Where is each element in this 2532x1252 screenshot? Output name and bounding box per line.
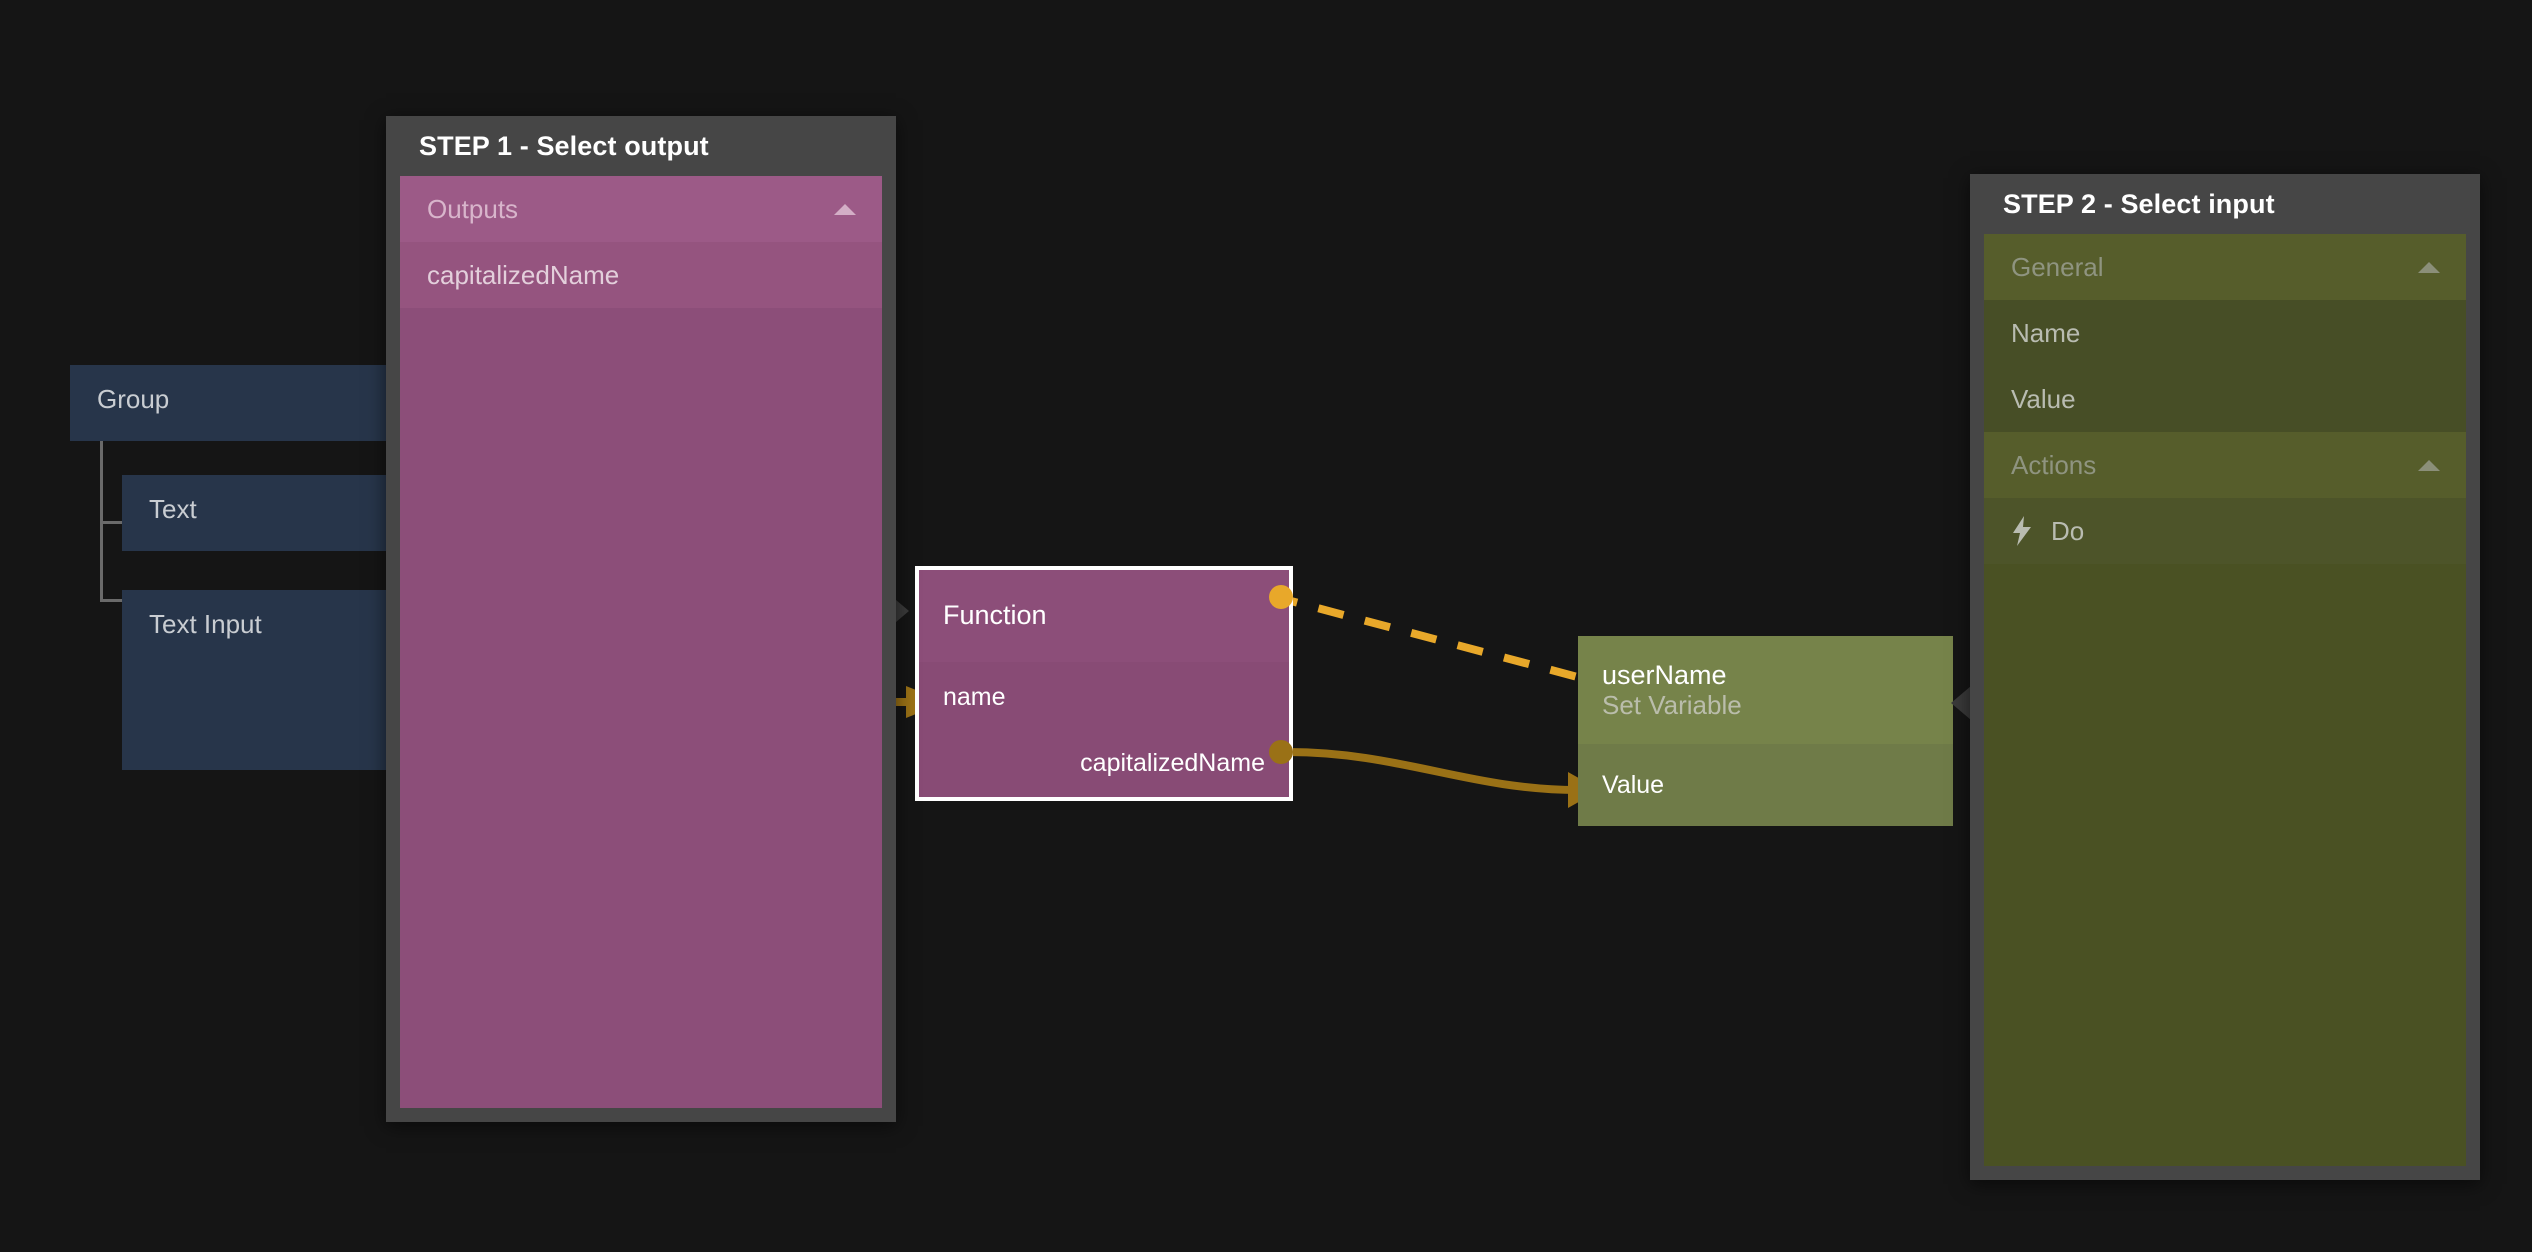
node-set-variable[interactable]: userName Set Variable Value — [1578, 636, 1971, 826]
node-function-frame: Function name capitalizedName — [915, 566, 1293, 801]
lightning-bolt-icon — [2013, 516, 2031, 546]
node-exec-output-dot[interactable] — [1269, 585, 1293, 609]
step1-title: STEP 1 - Select output — [419, 130, 709, 161]
step2-item-name[interactable]: Name — [1984, 300, 2466, 366]
node-selection-pointer-icon — [1951, 686, 1971, 720]
tree-item-label: Text — [149, 494, 197, 524]
item-label: capitalizedName — [427, 259, 620, 290]
tree-item-label: Group — [97, 384, 170, 414]
group-label: Actions — [2011, 449, 2097, 480]
step1-group-outputs[interactable]: Outputs — [400, 176, 882, 242]
port-label: capitalizedName — [1080, 748, 1265, 777]
chevron-up-icon[interactable] — [834, 203, 856, 215]
node-title: userName — [1602, 660, 1727, 691]
port-label: Value — [1602, 770, 1665, 799]
node-input-port-value[interactable]: Value — [1578, 744, 1953, 826]
node-input-port-name[interactable]: name — [919, 662, 1289, 732]
node-subtitle: Set Variable — [1602, 689, 1742, 720]
node-function-header[interactable]: Function — [919, 570, 1289, 662]
step2-group-actions[interactable]: Actions — [1984, 432, 2466, 498]
item-label: Do — [2051, 515, 2085, 546]
step2-title: STEP 2 - Select input — [2003, 188, 2275, 219]
step2-item-value[interactable]: Value — [1984, 366, 2466, 432]
item-label: Value — [2011, 383, 2076, 414]
tree-connector-tick — [100, 599, 122, 603]
data-wire — [1287, 748, 1579, 794]
step1-panel[interactable]: STEP 1 - Select output Outputs capitaliz… — [386, 116, 896, 1122]
group-label: Outputs — [427, 193, 519, 224]
step2-body: General Name Value Actions Do — [1984, 234, 2466, 1166]
node-set-variable-body: Value — [1578, 744, 1953, 826]
tree-item-text-input[interactable]: Text Input — [122, 590, 390, 770]
item-label: Name — [2011, 317, 2081, 348]
port-label: name — [943, 682, 1006, 711]
tree-item-group[interactable]: Group — [70, 365, 390, 441]
node-data-output-dot[interactable] — [1269, 740, 1293, 764]
node-set-variable-frame: userName Set Variable Value — [1578, 636, 1953, 826]
step1-item-capitalizedname[interactable]: capitalizedName — [400, 242, 882, 308]
step2-panel[interactable]: STEP 2 - Select input General Name Value… — [1970, 174, 2480, 1180]
chevron-up-icon[interactable] — [2418, 261, 2440, 273]
group-label: General — [2011, 251, 2104, 282]
step2-group-general[interactable]: General — [1984, 234, 2466, 300]
step2-item-do[interactable]: Do — [1984, 498, 2466, 564]
tree-item-label: Text Input — [149, 609, 262, 639]
chevron-up-icon[interactable] — [2418, 459, 2440, 471]
node-function-body: name capitalizedName — [919, 662, 1289, 797]
node-output-port-capitalizedname[interactable]: capitalizedName — [919, 732, 1289, 794]
node-function[interactable]: Function name capitalizedName — [889, 566, 1293, 801]
node-title: Function — [943, 600, 1047, 631]
step1-body: Outputs capitalizedName — [400, 176, 882, 1108]
tree-connector-tick — [100, 521, 122, 525]
tree-item-text[interactable]: Text — [122, 475, 390, 551]
node-set-variable-header[interactable]: userName Set Variable — [1578, 636, 1953, 744]
